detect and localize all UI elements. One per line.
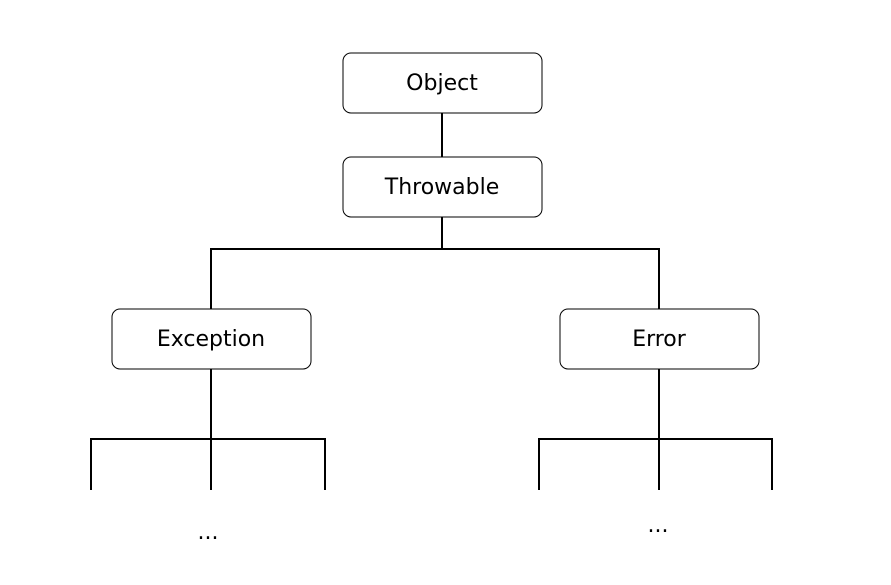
node-error: Error	[559, 308, 760, 370]
node-exception-label: Exception	[157, 327, 265, 352]
node-throwable: Throwable	[342, 156, 543, 218]
node-error-label: Error	[632, 327, 687, 352]
error-children-ellipsis: ...	[648, 513, 669, 538]
node-object: Object	[342, 52, 543, 114]
node-exception: Exception	[111, 308, 312, 370]
node-object-label: Object	[406, 71, 478, 96]
connectors	[90, 113, 773, 490]
exception-children-ellipsis: ...	[198, 520, 219, 545]
node-throwable-label: Throwable	[384, 175, 500, 200]
